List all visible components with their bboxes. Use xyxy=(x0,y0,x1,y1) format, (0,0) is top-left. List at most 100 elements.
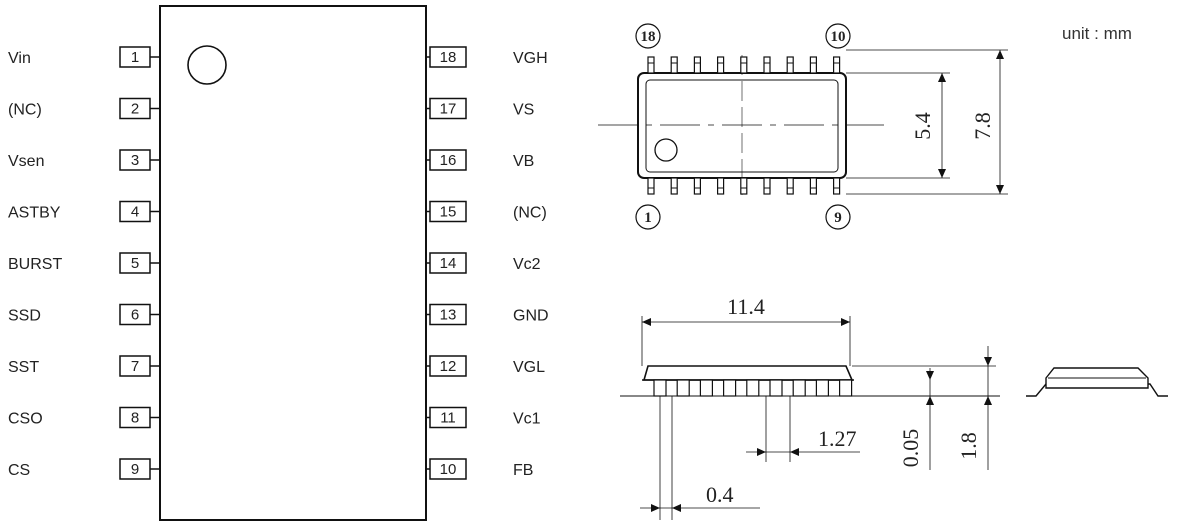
pin-number: 8 xyxy=(131,410,139,427)
arrow xyxy=(926,396,934,405)
pin-number-box xyxy=(119,355,151,377)
dim-length-label: 11.4 xyxy=(727,294,765,319)
pin-label: CS xyxy=(8,462,30,479)
arrow xyxy=(926,371,934,380)
pin-number-box xyxy=(119,97,151,120)
top-view-leads xyxy=(647,56,841,195)
lead-top xyxy=(809,56,818,74)
top-view xyxy=(598,49,1008,195)
pin-number-box xyxy=(429,252,467,274)
lead-side xyxy=(653,379,667,397)
lead-bottom xyxy=(670,177,678,195)
pin-number: 18 xyxy=(440,49,457,66)
lead-side xyxy=(722,379,737,397)
lead-bottom xyxy=(740,177,748,195)
dim-pitch-label: 1.27 xyxy=(818,426,857,451)
pin-number: 6 xyxy=(131,307,139,324)
corner-label-10: 10 xyxy=(831,29,846,45)
arrow xyxy=(984,396,992,405)
pin-number-box xyxy=(429,200,467,223)
lead-bottom xyxy=(786,177,794,195)
lead-top xyxy=(693,56,702,74)
pin-label: SST xyxy=(8,359,39,376)
pin-number-box xyxy=(429,97,467,120)
pin-number: 5 xyxy=(131,255,139,272)
pin-label: ASTBY xyxy=(8,205,61,222)
lead-side xyxy=(699,379,714,397)
pin-number-box xyxy=(119,458,151,480)
arrow xyxy=(996,50,1004,59)
pin-number: 17 xyxy=(440,101,457,118)
side-view xyxy=(620,316,1000,520)
pin-number-box xyxy=(119,303,151,326)
lead-top xyxy=(832,56,841,74)
pin-number: 7 xyxy=(131,358,139,375)
pin-number: 10 xyxy=(440,461,457,478)
pin-number-box xyxy=(429,303,467,326)
pin-number-box xyxy=(429,458,467,480)
pin-label: GND xyxy=(513,308,549,325)
lead-bottom xyxy=(647,177,655,195)
dim-standoff-label: 0.05 xyxy=(898,429,923,468)
pin-number-box xyxy=(119,252,151,274)
pin-label: VB xyxy=(513,153,534,170)
arrow xyxy=(757,448,766,456)
lead-bottom xyxy=(832,177,841,195)
pin-number: 1 xyxy=(131,49,139,66)
corner-label-1: 1 xyxy=(644,210,652,226)
pin-number: 2 xyxy=(131,101,139,118)
arrow xyxy=(651,504,660,512)
pin-number: 14 xyxy=(440,255,457,272)
arrow xyxy=(672,504,681,512)
corner-circle xyxy=(635,204,661,230)
pin-number: 13 xyxy=(440,307,457,324)
pin-number: 16 xyxy=(440,152,457,169)
arrow xyxy=(642,318,651,326)
arrow xyxy=(790,448,799,456)
lead-bottom xyxy=(809,177,818,195)
pin-number-box xyxy=(119,46,151,68)
pin-label: SSD xyxy=(8,308,41,325)
lead-side xyxy=(746,379,760,397)
arrow xyxy=(996,185,1004,194)
corner-circle xyxy=(635,23,661,49)
pin-number-box xyxy=(119,406,151,429)
arrow xyxy=(841,318,850,326)
dim-lead-width-label: 0.4 xyxy=(706,482,734,507)
pin-number: 4 xyxy=(131,204,139,221)
lead-side xyxy=(792,379,806,397)
pin-label: BURST xyxy=(8,256,62,273)
unit-label: unit : mm xyxy=(1062,24,1132,43)
dim-height-label: 1.8 xyxy=(956,432,981,460)
lead-bottom xyxy=(763,177,771,195)
side-view-leads xyxy=(653,379,853,397)
corner-circle xyxy=(825,204,851,230)
pin-number: 11 xyxy=(440,410,456,427)
pin-label: FB xyxy=(513,462,533,479)
pin-number-box xyxy=(119,149,151,171)
lead-side xyxy=(676,379,690,397)
pin-number-box xyxy=(429,355,467,377)
corner-circle xyxy=(825,23,851,49)
pin1-marker xyxy=(187,45,227,85)
pin-label: VGH xyxy=(513,50,548,67)
top-view-pin1-dot xyxy=(654,138,678,162)
corner-label-9: 9 xyxy=(834,210,842,226)
lead-top xyxy=(647,56,655,74)
pin-number-box xyxy=(429,406,467,429)
pin-number-box xyxy=(429,149,467,171)
lead-top xyxy=(740,56,748,74)
lead-top xyxy=(670,56,678,74)
lead-side xyxy=(769,379,783,397)
pin-label: (NC) xyxy=(513,205,547,222)
pin-number-box xyxy=(429,46,467,68)
lead-side xyxy=(815,379,830,397)
pin-label: Vin xyxy=(8,50,31,67)
pin-number: 3 xyxy=(131,152,139,169)
lead-side xyxy=(838,379,853,397)
pin-number: 9 xyxy=(131,461,139,478)
chip-body xyxy=(159,5,427,521)
arrow xyxy=(938,169,946,178)
lead-bottom xyxy=(716,177,725,195)
